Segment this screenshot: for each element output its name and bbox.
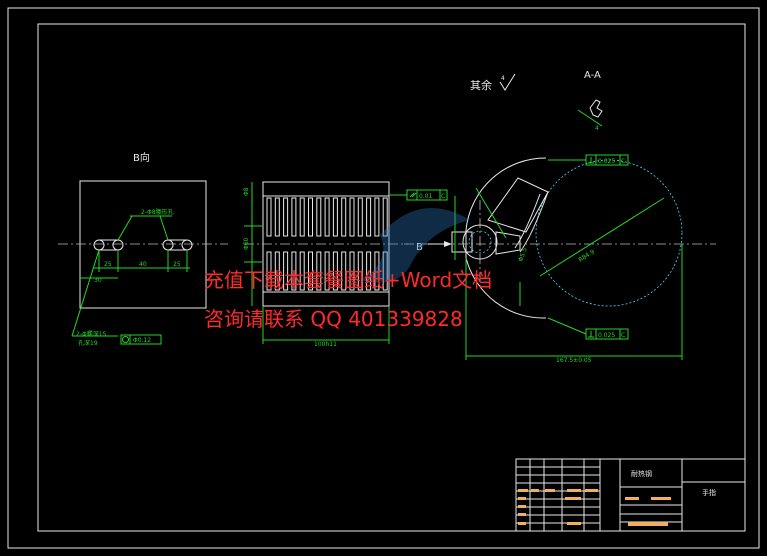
fin-slot [266, 197, 272, 237]
inner-frame [37, 23, 746, 532]
fin-slot [299, 197, 305, 237]
finned-front-view: Φ8 Φ60 0.01 C 100h11 [243, 181, 448, 348]
slot-holes-dim: 2-Φ8腰形孔 [141, 208, 174, 216]
section-label: A-A [584, 70, 601, 81]
perp-tolerance-top: 0.025 [598, 158, 615, 165]
fin-slot [274, 197, 280, 237]
svg-text:4: 4 [595, 125, 599, 132]
section-detail [589, 99, 603, 118]
fin-slot [283, 197, 289, 237]
title-block-grid [516, 459, 600, 531]
fin-slot [332, 197, 338, 237]
fin-slot [366, 197, 372, 237]
fin-slot [266, 251, 272, 291]
slot-hole [112, 239, 124, 251]
hole-spacing-right-dim: 25 [173, 261, 181, 268]
b-view-label: B向 [133, 151, 150, 164]
fin-slot [357, 197, 363, 237]
hole-spacing-left-dim: 25 [104, 261, 112, 268]
watermark-line-1: 充值下载本套餐图纸+Word文档 [204, 268, 492, 292]
title-block-fields [518, 489, 671, 526]
fin-slot [299, 251, 305, 291]
fin-slot [374, 197, 380, 237]
height-dim: Φ8 [243, 187, 250, 196]
fin-slot [382, 251, 388, 291]
counterbore-note: 2-Φ螺深15 [76, 330, 107, 338]
watermark-emblem [360, 208, 470, 283]
cooling-fins [266, 197, 388, 291]
perp-tolerance-bottom: 0.025 [598, 332, 615, 339]
hole-spacing-mid-dim: 40 [139, 261, 147, 268]
overall-width-dim: 167.5±0.05 [556, 357, 592, 364]
fin-slot [332, 251, 338, 291]
fin-slot [324, 197, 330, 237]
surface-note: 其余 [470, 78, 492, 92]
fin-slot [366, 251, 372, 291]
inner-dim: Φ5.5 [517, 247, 529, 263]
parallel-datum: C [441, 193, 445, 200]
fin-slot [357, 251, 363, 291]
hole-depth-note: 孔深19 [78, 339, 98, 347]
position-tolerance: Φ0.12 [133, 337, 151, 344]
reference-circle [535, 159, 683, 307]
side-dim: Φ60 [243, 237, 250, 250]
fin-slot [291, 251, 297, 291]
watermark-line-2: 咨询请联系 QQ 401339828 [204, 307, 463, 331]
slot-hole [181, 239, 193, 251]
fin-slot [341, 197, 347, 237]
perp-datum-bottom: C [621, 332, 625, 339]
fin-slot [316, 197, 322, 237]
fin-slot [308, 251, 313, 291]
title-block: 耐热钢 手指 [515, 458, 746, 532]
fin-slot [324, 251, 330, 291]
length-dim: 100h11 [314, 341, 337, 348]
fin-slot [316, 251, 322, 291]
fin-slot [382, 197, 388, 237]
fin-slot [291, 197, 297, 237]
slot-hole [162, 239, 174, 251]
b-arrow-label: B [416, 242, 423, 253]
drawing-name-text: 手指 [702, 488, 716, 497]
fin-slot [341, 251, 347, 291]
b-view: B向 2-Φ8腰形孔 25 40 25 30 2-Φ螺深15 孔深19 Φ0.1 [58, 151, 228, 347]
fin-slot [283, 251, 289, 291]
fin-slot [274, 251, 280, 291]
parallel-tolerance: 0.01 [419, 193, 433, 200]
outer-frame [7, 7, 760, 549]
fin-slot [308, 197, 313, 237]
fin-slot [349, 251, 355, 291]
b-view-outline [79, 180, 207, 309]
slot-hole [93, 239, 105, 251]
perp-datum-top: C [621, 158, 625, 165]
finger-outline [465, 157, 547, 231]
material-text: 耐热钢 [631, 469, 652, 478]
fin-slot [374, 251, 380, 291]
hole-offset-dim: 30 [94, 277, 102, 284]
surface-value: 4 [501, 75, 505, 82]
fin-slot [349, 197, 355, 237]
